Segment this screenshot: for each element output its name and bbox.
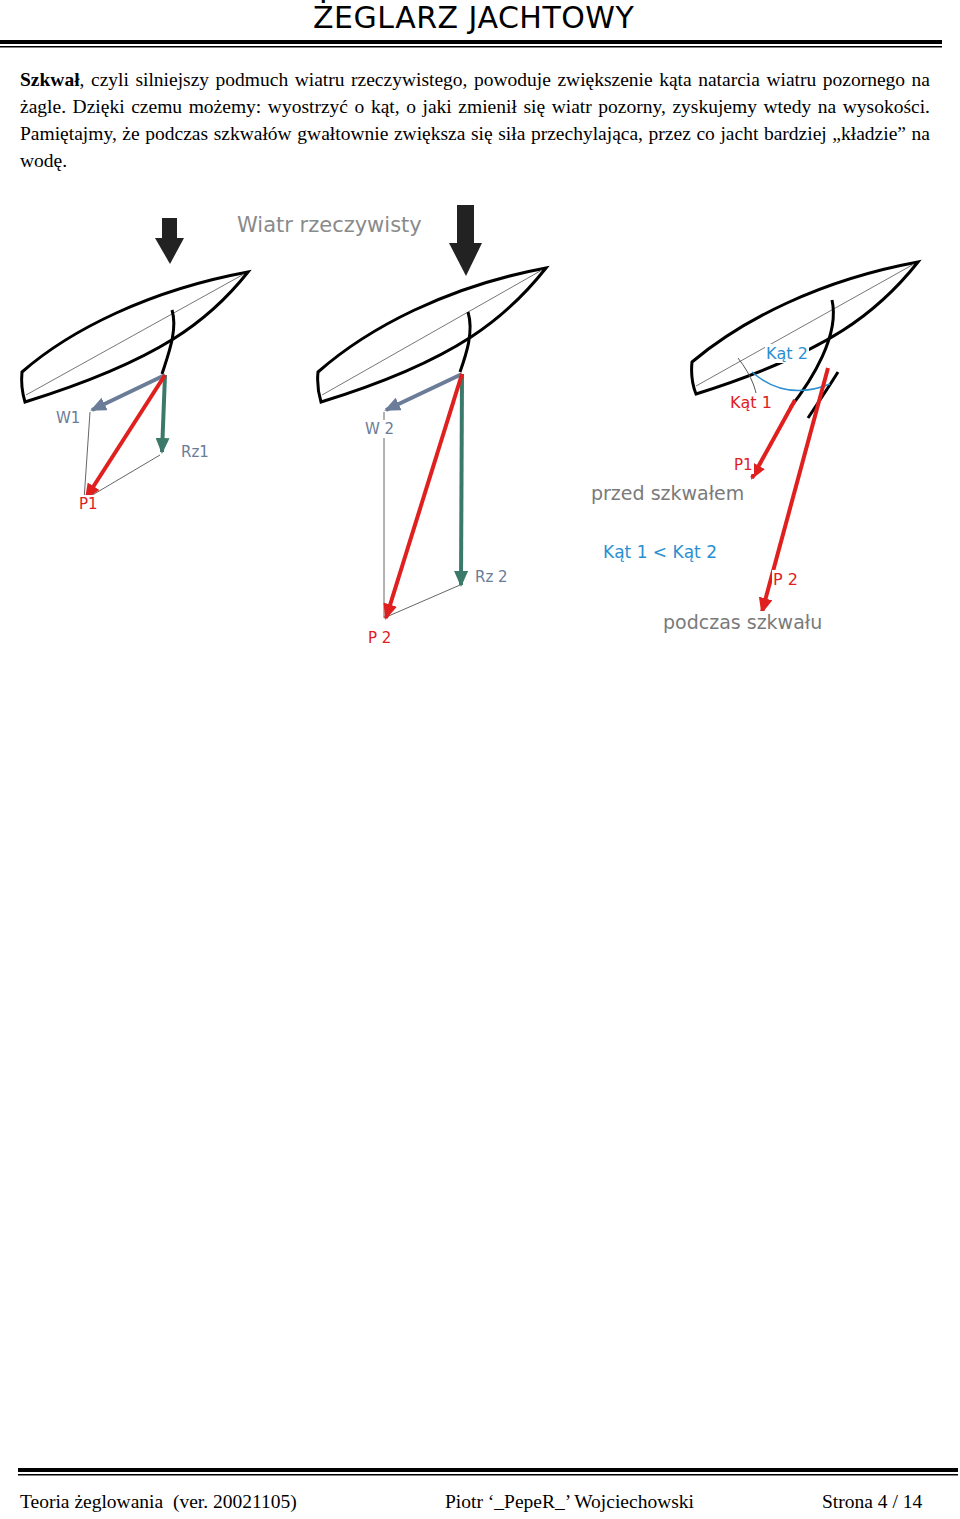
angle-label: Kąt 2 <box>765 344 809 363</box>
vector-label: P 2 <box>367 629 392 647</box>
footer-text: Piotr ‘_PepeR_’ Wojciechowski <box>445 1491 694 1513</box>
page-header: ŻEGLARZ JACHTOWY <box>313 0 634 35</box>
comparison-label: Kąt 1 < Kąt 2 <box>602 542 718 562</box>
state-label: przed szkwałem <box>590 482 745 504</box>
vector-label: P1 <box>78 495 99 513</box>
angle-label: Kąt 1 <box>729 393 773 412</box>
footer-text: Teoria żeglowania (ver. 20021105) <box>20 1491 297 1513</box>
vector-label: W 2 <box>364 420 395 438</box>
diagram-heading: Wiatr rzeczywisty <box>236 213 423 237</box>
vector-label: Rz1 <box>180 443 210 461</box>
vector-label: W1 <box>55 409 81 427</box>
vector-label: P 2 <box>772 570 799 589</box>
bold-term: Szkwał <box>20 69 80 90</box>
body-text: , czyli silniejszy podmuch wiatru rzeczy… <box>20 69 930 171</box>
paragraph: Szkwał, czyli silniejszy podmuch wiatru … <box>20 66 930 174</box>
state-label: podczas szkwału <box>662 611 823 633</box>
footer-text: Strona 4 / 14 <box>822 1491 922 1513</box>
vector-label: Rz 2 <box>474 568 509 586</box>
vector-label: P1 <box>733 456 754 474</box>
